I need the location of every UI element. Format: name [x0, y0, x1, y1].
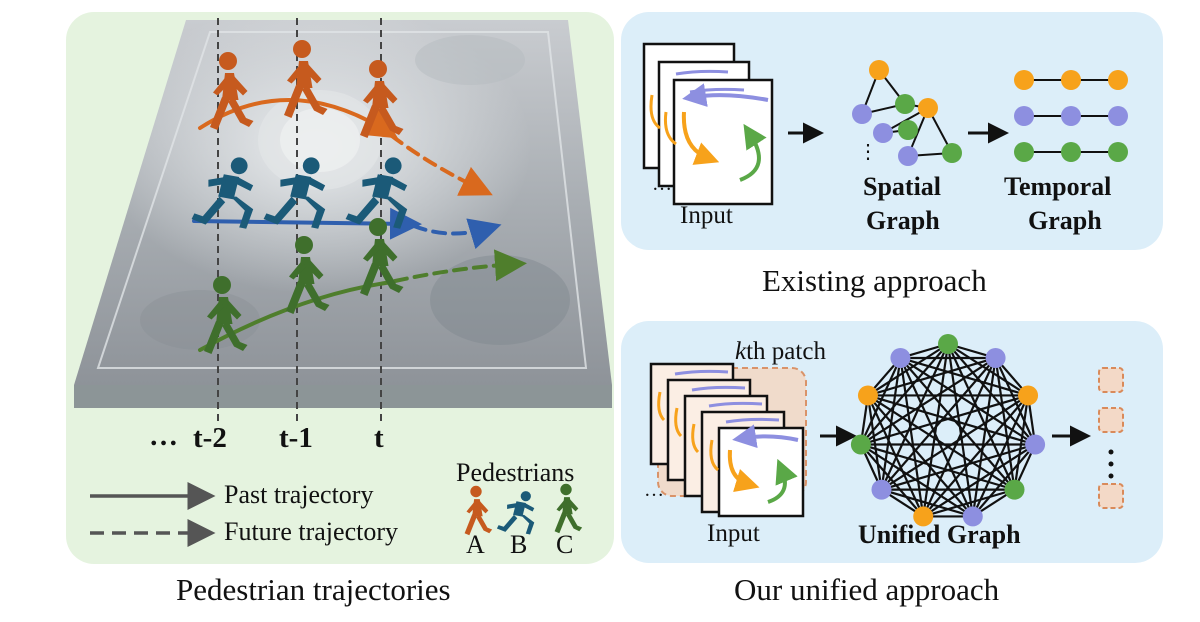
unified-graph-edge — [867, 394, 974, 518]
unified-graph-edge — [922, 443, 1036, 518]
temporal-graph-label-1: Temporal — [1004, 172, 1112, 201]
unified-graph-edge — [899, 357, 1036, 446]
unified-graph — [850, 334, 1046, 527]
unified-graph-edge — [866, 394, 925, 517]
unified-graph-edge — [899, 357, 1016, 491]
output-tokens — [1098, 367, 1124, 509]
legend-future-label: Future trajectory — [224, 517, 398, 546]
unified-graph-label: Unified Graph — [858, 520, 1021, 549]
legend-ped-b-label: B — [510, 530, 528, 559]
unified-graph-edge — [881, 488, 974, 518]
unified-input-label: Input — [707, 520, 760, 547]
existing-input-frames: … — [642, 42, 774, 206]
legend-ped-c-label: C — [556, 530, 574, 559]
unified-graph-node — [913, 506, 934, 527]
unified-graph-node — [890, 347, 911, 368]
unified-graph-node — [850, 434, 871, 455]
floor-scene — [74, 20, 612, 408]
legend-ped-a-icon — [464, 485, 493, 536]
svg-text:…: … — [644, 479, 664, 501]
unified-graph-node — [962, 506, 983, 527]
legend-arrows — [90, 482, 216, 547]
time-label-t2: t-2 — [193, 422, 227, 454]
legend-ped-c-icon — [554, 483, 583, 534]
unified-graph-node — [985, 347, 1006, 368]
patch-label-rest: th patch — [746, 338, 826, 365]
unified-graph-edge — [899, 357, 974, 517]
patch-k: k — [735, 338, 747, 365]
svg-text:⋮: ⋮ — [858, 141, 878, 163]
legend-ped-b-icon — [496, 491, 535, 535]
legend-pedestrians-title: Pedestrians — [456, 458, 575, 487]
legend-ped-a-label: A — [466, 530, 485, 559]
time-label-t: t — [374, 422, 384, 454]
existing-input-label: Input — [680, 202, 733, 229]
unified-graph-edge — [866, 395, 883, 490]
unified-graph-edge — [859, 357, 902, 445]
legend-pedestrian-icons — [464, 483, 583, 536]
unified-graph-edge — [860, 343, 949, 446]
left-caption: Pedestrian trajectories — [176, 572, 451, 607]
unified-graph-edge — [971, 394, 1030, 517]
unified-graph-edge — [860, 443, 974, 518]
unified-graph-edge — [867, 343, 949, 397]
unified-graph-edge — [947, 343, 1036, 446]
temporal-graph — [1014, 70, 1128, 162]
unified-graph-edge — [1013, 395, 1030, 490]
unified-graph-edge — [994, 357, 1016, 490]
unified-graph-edge — [922, 488, 1015, 518]
unified-graph-node — [871, 479, 892, 500]
svg-text:…: … — [652, 173, 672, 195]
unified-graph-edge — [880, 357, 902, 490]
unified-graph-node — [1025, 434, 1046, 455]
unified-graph-node — [1018, 385, 1039, 406]
spatial-graph-label-1: Spatial — [863, 172, 942, 201]
temporal-graph-label-2: Graph — [1028, 206, 1102, 235]
unified-graph-node — [938, 334, 958, 354]
time-markers — [217, 18, 382, 425]
unified-caption: Our unified approach — [734, 572, 1000, 607]
unified-graph-edge — [994, 357, 1037, 445]
spatial-graph: ⋮ — [852, 60, 962, 166]
unified-graph-edge — [899, 357, 925, 517]
time-label-t1: t-1 — [279, 422, 313, 454]
unified-graph-node — [857, 385, 878, 406]
unified-graph-edge — [900, 356, 1029, 397]
unified-graph-node — [1004, 479, 1025, 500]
unified-graph-edge — [867, 356, 996, 397]
unified-input-frames: … — [644, 362, 805, 518]
unified-graph-edge — [867, 394, 1036, 446]
legend-past-label: Past trajectory — [224, 480, 374, 509]
spatial-graph-label-2: Graph — [866, 206, 940, 235]
unified-graph-edge — [860, 443, 925, 518]
unified-graph-edge — [971, 443, 1036, 518]
time-ellipsis: … — [149, 420, 178, 452]
existing-caption: Existing approach — [762, 263, 987, 298]
patch-label: kth patch — [735, 338, 826, 366]
unified-graph-edge — [947, 343, 1029, 397]
